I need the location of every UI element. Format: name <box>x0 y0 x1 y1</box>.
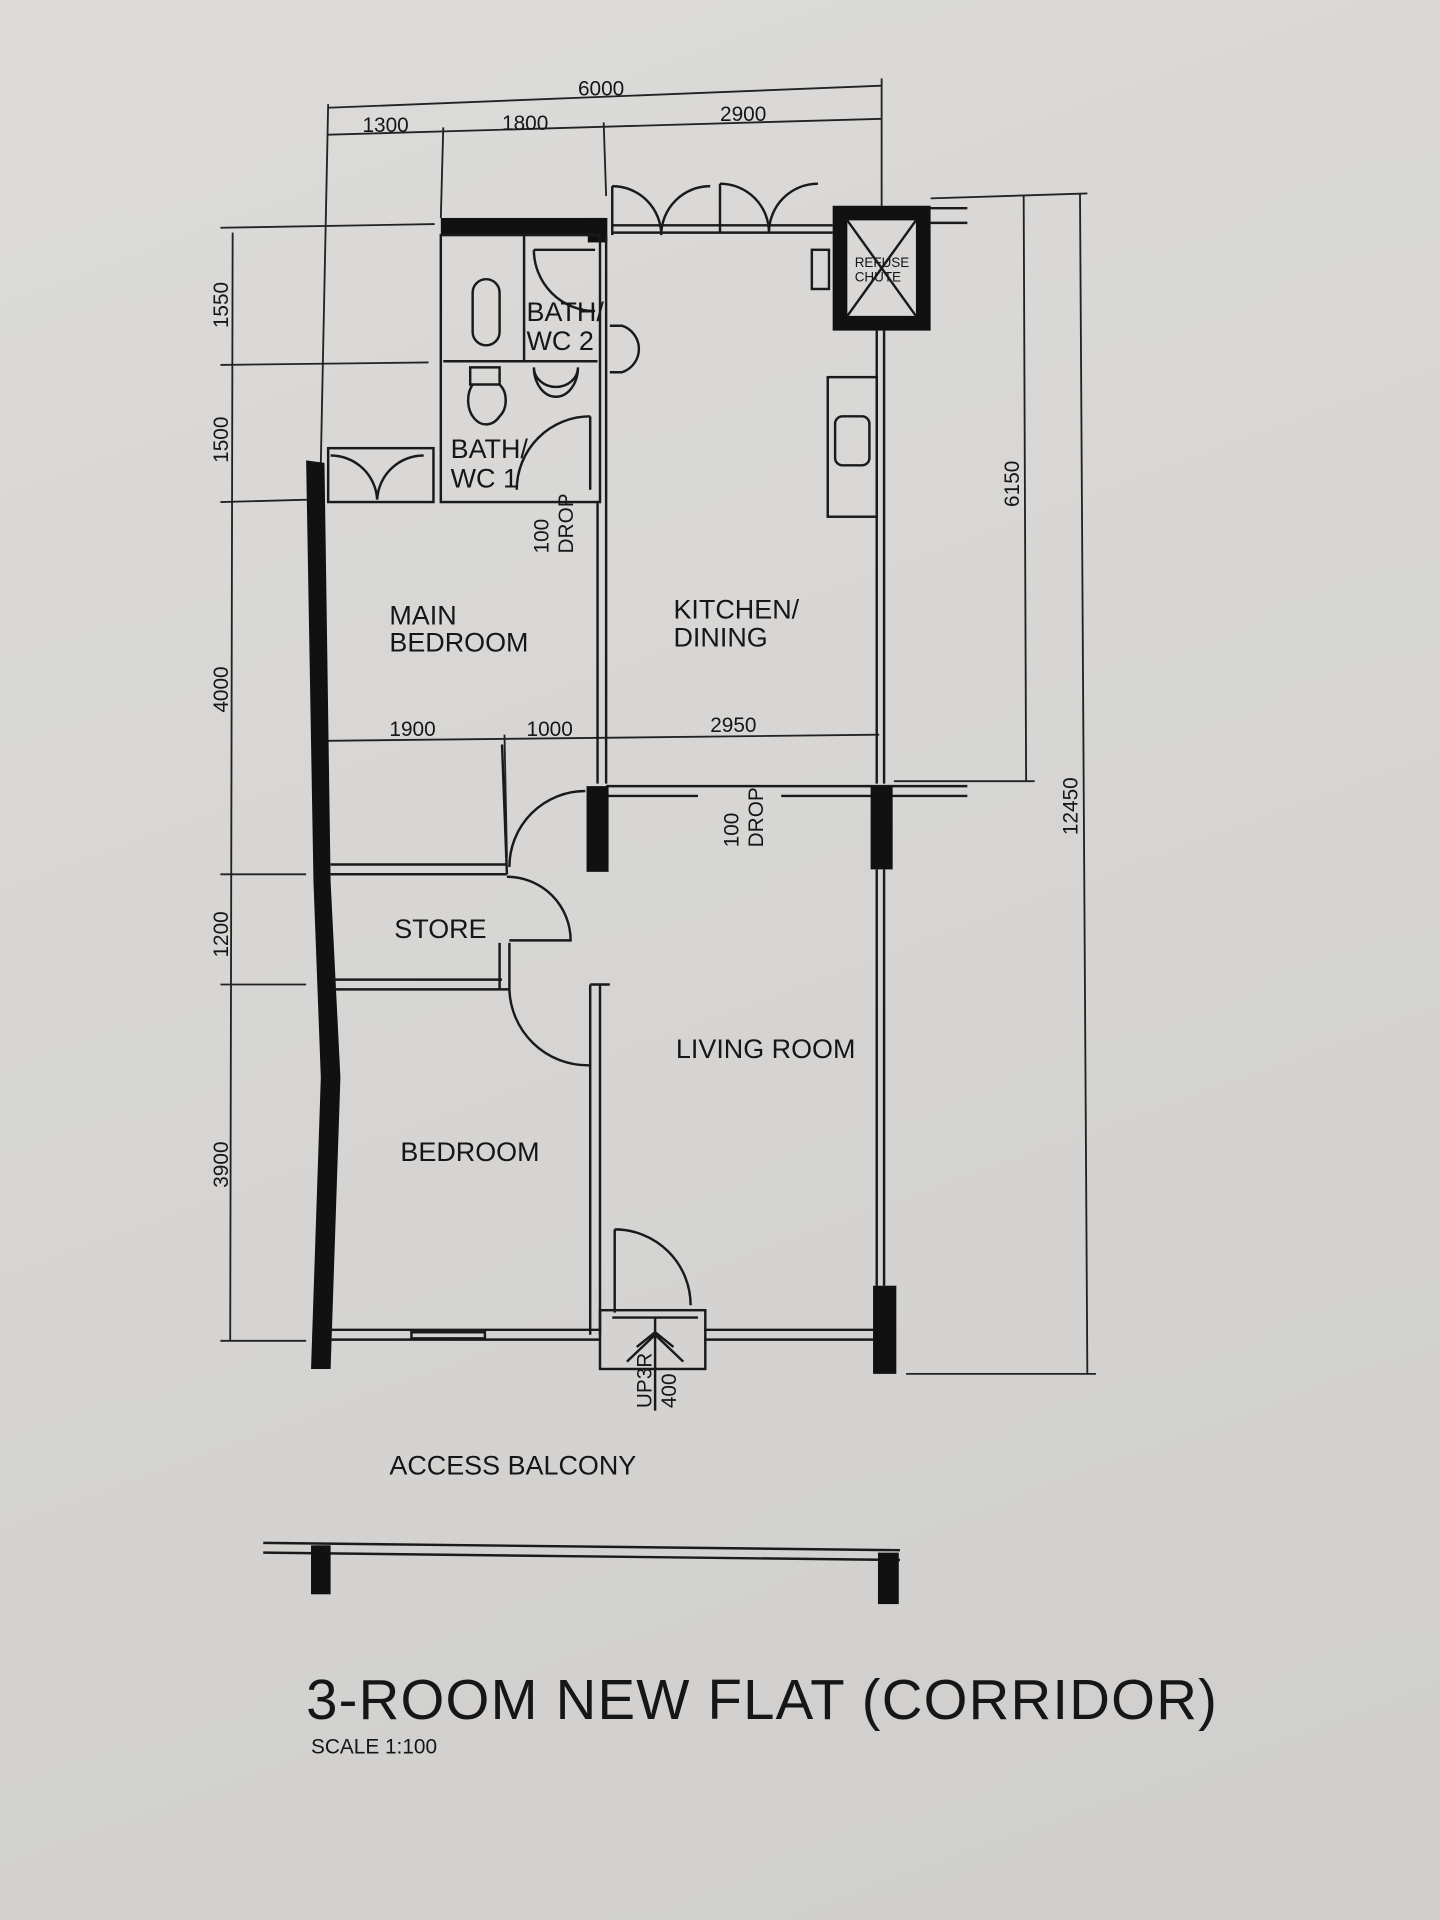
plan-scale: SCALE 1:100 <box>311 1735 437 1758</box>
drop-note-2b: DROP <box>745 787 768 847</box>
stair-note-a: UP3R <box>633 1353 656 1408</box>
walls <box>306 205 968 1411</box>
area-label-access-balcony: ACCESS BALCONY <box>389 1450 636 1480</box>
room-label-bath2-2: WC 2 <box>527 326 594 356</box>
dim-mid-3: 2950 <box>710 714 756 737</box>
dim-right-total: 12450 <box>1060 777 1083 835</box>
room-label-main-bedroom-1: MAIN <box>389 600 456 630</box>
drop-note-2a: 100 <box>720 813 743 848</box>
room-label-bedroom: BEDROOM <box>400 1137 539 1167</box>
room-label-living: LIVING ROOM <box>676 1034 856 1064</box>
dim-top-3: 2900 <box>720 103 766 126</box>
dim-left-3: 4000 <box>210 666 233 712</box>
access-balcony-edge <box>263 1541 901 1605</box>
dim-left-1: 1550 <box>210 282 233 328</box>
doors <box>330 182 833 1363</box>
room-label-bath1-2: WC 1 <box>451 463 518 493</box>
room-label-bath1-1: BATH/ <box>451 434 529 464</box>
dim-right-partial: 6150 <box>1001 461 1024 507</box>
dim-top-1: 1300 <box>362 114 408 137</box>
room-label-store: STORE <box>394 914 486 944</box>
room-label-kitchen-1: KITCHEN/ <box>673 594 799 624</box>
room-label-main-bedroom-2: BEDROOM <box>389 627 528 657</box>
drop-note-1a: 100 <box>531 519 554 554</box>
dim-top-total: 6000 <box>578 78 624 101</box>
drop-note-1b: DROP <box>555 493 578 553</box>
room-label-kitchen-2: DINING <box>673 623 767 653</box>
refuse-chute-label-2: CHUTE <box>855 270 901 285</box>
dim-left-5: 3900 <box>210 1141 233 1187</box>
dim-left-4: 1200 <box>210 911 233 957</box>
refuse-chute-label-1: REFUSE <box>855 255 910 270</box>
dimension-lines <box>220 78 1096 1375</box>
stair-note-b: 400 <box>658 1373 681 1408</box>
plan-title: 3-ROOM NEW FLAT (CORRIDOR) <box>306 1668 1218 1731</box>
dim-mid-1: 1900 <box>389 718 435 741</box>
room-label-bath2-1: BATH/ <box>527 297 605 327</box>
dim-top-2: 1800 <box>502 112 548 135</box>
dim-left-2: 1500 <box>210 417 233 463</box>
dim-mid-2: 1000 <box>527 718 573 741</box>
